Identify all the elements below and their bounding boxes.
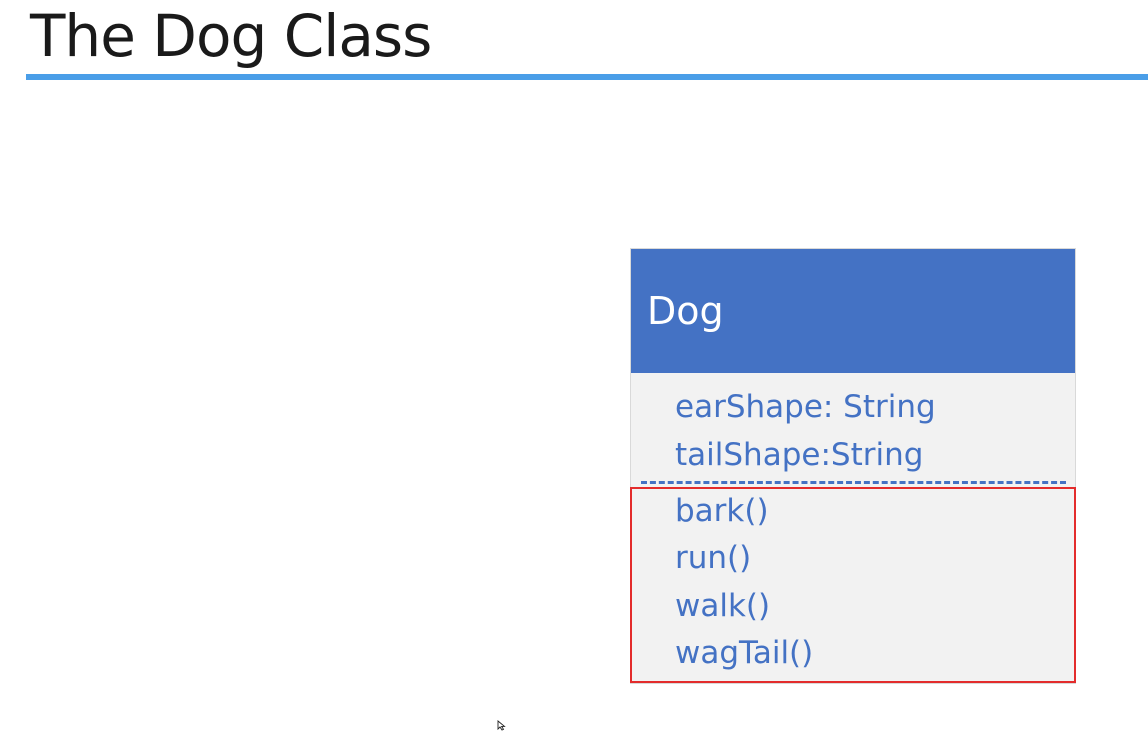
uml-attribute-ear-shape: earShape: String [675, 389, 936, 425]
methods-highlight-box [630, 487, 1076, 683]
uml-method-wag-tail: wagTail() [675, 635, 814, 671]
uml-method-run: run() [675, 540, 752, 576]
uml-class-box: Dog earShape: String tailShape:String ba… [630, 248, 1076, 684]
uml-method-walk: walk() [675, 588, 771, 624]
title-underline [26, 74, 1148, 80]
mouse-pointer-icon [497, 720, 506, 731]
uml-method-bark: bark() [675, 493, 769, 529]
slide-title: The Dog Class [30, 2, 432, 70]
uml-class-name: Dog [647, 289, 724, 333]
uml-compartment-divider [641, 481, 1066, 484]
uml-class-header: Dog [631, 249, 1075, 373]
uml-attribute-tail-shape: tailShape:String [675, 437, 924, 473]
